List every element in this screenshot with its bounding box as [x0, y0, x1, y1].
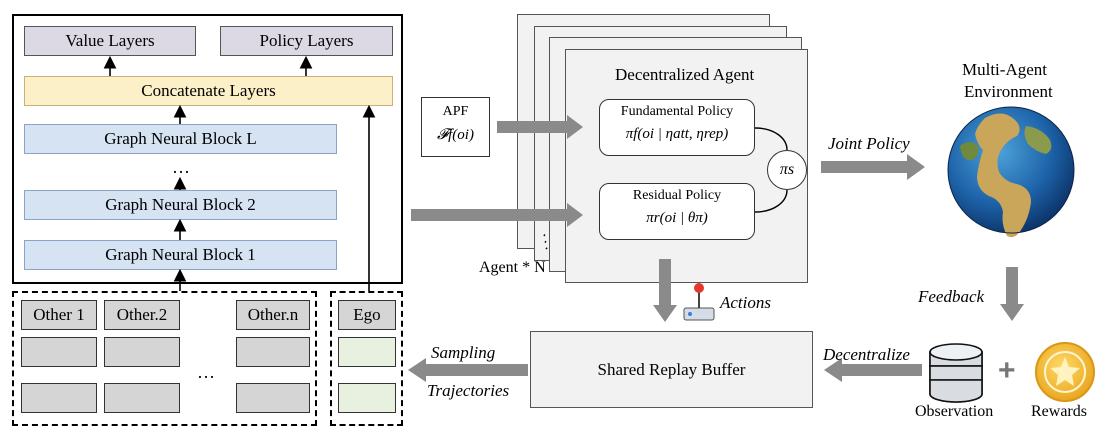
block-ellipsis: …: [172, 157, 190, 177]
residual-policy-box: Residual Policy πr(oi | θπ): [599, 183, 755, 240]
plus-sign: +: [998, 354, 1016, 387]
joint-policy-label: Joint Policy: [828, 134, 910, 153]
concatenate-layers-label: Concatenate Layers: [141, 81, 276, 100]
env-title-line1: Multi-Agent: [962, 60, 1047, 79]
ego-input-group: [330, 291, 403, 426]
other-2-box: Other.2: [104, 300, 180, 330]
globe-icon: [947, 106, 1075, 238]
other-2-feature-a: [104, 337, 180, 367]
policy-switch-node: πs: [767, 150, 807, 190]
others-input-group: [12, 291, 317, 426]
agent-title: Decentralized Agent: [615, 65, 755, 84]
ego-feature-b: [338, 383, 396, 413]
graph-neural-block-l: Graph Neural Block L: [24, 124, 337, 154]
other-1-label: Other 1: [33, 305, 85, 324]
value-layers-label: Value Layers: [65, 31, 155, 50]
graph-neural-block-1: Graph Neural Block 1: [24, 240, 337, 270]
switch-connectors: [754, 127, 788, 213]
other-1-box: Other 1: [21, 300, 97, 330]
agent-count-label: Agent * N: [479, 259, 546, 276]
other-n-box: Other.n: [236, 300, 310, 330]
graph-neural-block-2-label: Graph Neural Block 2: [105, 195, 256, 214]
actions-arrow: [653, 259, 677, 322]
others-ellipsis: …: [197, 362, 215, 382]
observation-label: Observation: [915, 403, 994, 420]
policy-switch-label: πs: [779, 161, 795, 178]
joystick-icon: [683, 283, 715, 321]
apf-formula: 𝓕f(oi): [437, 127, 474, 143]
other-1-feature-b: [21, 383, 97, 413]
policy-layers-label: Policy Layers: [259, 31, 354, 50]
ego-feature-a: [338, 337, 396, 367]
other-1-feature-a: [21, 337, 97, 367]
trajectories-label: Trajectories: [427, 381, 510, 400]
ego-box: Ego: [338, 300, 396, 330]
flow-arrows: [408, 115, 1024, 382]
other-n-feature-b: [236, 383, 310, 413]
sampling-label: Sampling: [431, 343, 496, 362]
other-n-feature-a: [236, 337, 310, 367]
env-title-line2: Environment: [964, 82, 1053, 101]
graph-neural-block-1-label: Graph Neural Block 1: [105, 245, 256, 264]
concatenate-layers-box: Concatenate Layers: [24, 76, 393, 106]
value-layers-box: Value Layers: [24, 26, 196, 56]
ego-label: Ego: [353, 305, 381, 324]
residual-policy-title: Residual Policy: [632, 188, 722, 203]
joint-policy-arrow: [821, 154, 925, 180]
other-2-feature-b: [104, 383, 180, 413]
other-2-label: Other.2: [116, 305, 168, 324]
database-icon: [929, 343, 983, 403]
graph-neural-block-l-label: Graph Neural Block L: [104, 129, 257, 148]
rewards-label: Rewards: [1031, 403, 1087, 420]
shared-replay-buffer-box: Shared Replay Buffer: [530, 331, 813, 408]
apf-box: APF 𝓕f(oi): [421, 97, 490, 157]
apf-title: APF: [442, 104, 469, 119]
fundamental-policy-title: Fundamental Policy: [620, 104, 734, 119]
gnn-arrows: [103, 55, 376, 291]
fundamental-policy-formula: πf(oi | ηatt, ηrep): [625, 126, 729, 142]
policy-layers-box: Policy Layers: [220, 26, 393, 56]
reward-medal-icon: [1035, 342, 1095, 402]
apf-to-fundamental-arrow: [497, 115, 583, 139]
graph-neural-block-2: Graph Neural Block 2: [24, 190, 337, 220]
other-n-label: Other.n: [247, 305, 299, 324]
decentralize-arrow: [824, 358, 922, 382]
actions-label: Actions: [720, 293, 771, 312]
decentralize-label: Decentralize: [823, 345, 910, 364]
gnn-to-residual-arrow: [411, 203, 583, 227]
sampling-arrow: [408, 358, 528, 382]
fundamental-policy-box: Fundamental Policy πf(oi | ηatt, ηrep): [599, 99, 755, 156]
feedback-label: Feedback: [918, 287, 985, 306]
feedback-arrow: [1000, 267, 1024, 321]
shared-replay-buffer-label: Shared Replay Buffer: [597, 359, 746, 379]
residual-policy-formula: πr(oi | θπ): [646, 210, 708, 226]
